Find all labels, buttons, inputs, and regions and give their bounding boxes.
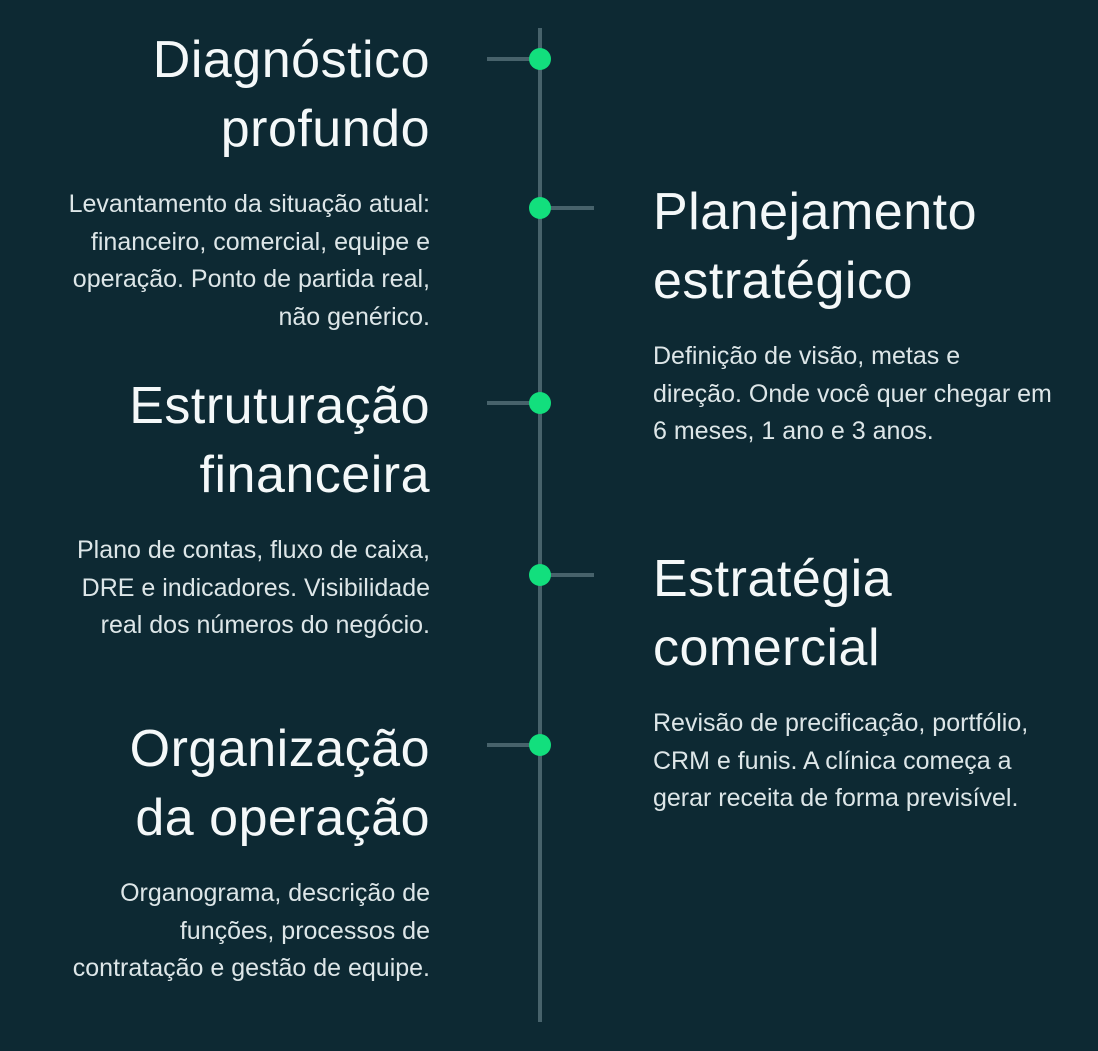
timeline-item-title: Diagnóstico profundo bbox=[152, 31, 430, 159]
timeline-item-description: Organograma, descrição de funções, proce… bbox=[72, 879, 430, 983]
timeline-item-title: Planejamento estratégico bbox=[653, 183, 977, 311]
timeline-connector bbox=[487, 57, 531, 61]
timeline-item-planejamento-estrategico: Planejamento estratégico Definição de vi… bbox=[653, 178, 1053, 451]
timeline-node-dot-icon bbox=[529, 734, 551, 756]
timeline-item-description: Definição de visão, metas e direção. Ond… bbox=[653, 342, 1052, 446]
timeline-connector bbox=[550, 206, 594, 210]
timeline-item-title: Estratégia comercial bbox=[653, 550, 893, 678]
timeline-item-estrategia-comercial: Estratégia comercial Revisão de precific… bbox=[653, 545, 1053, 818]
timeline-item-organizacao-da-operacao: Organização da operação Organograma, des… bbox=[60, 715, 430, 988]
timeline-node-dot-icon bbox=[529, 392, 551, 414]
timeline-item-description: Levantamento da situação atual: financei… bbox=[68, 190, 430, 331]
timeline-connector bbox=[487, 743, 531, 747]
timeline-item-description: Revisão de precificação, portfólio, CRM … bbox=[653, 709, 1029, 813]
timeline-connector bbox=[487, 401, 531, 405]
timeline-connector bbox=[550, 573, 594, 577]
timeline-item-diagnostico-profundo: Diagnóstico profundo Levantamento da sit… bbox=[60, 26, 430, 336]
timeline-item-description: Plano de contas, fluxo de caixa, DRE e i… bbox=[76, 536, 430, 640]
timeline-line bbox=[538, 28, 542, 1022]
timeline-node-dot-icon bbox=[529, 197, 551, 219]
timeline-item-title: Organização da operação bbox=[129, 720, 430, 848]
timeline-node-dot-icon bbox=[529, 48, 551, 70]
timeline-node-dot-icon bbox=[529, 564, 551, 586]
timeline-item-title: Estruturação financeira bbox=[129, 377, 430, 505]
timeline-item-estruturacao-financeira: Estruturação financeira Plano de contas,… bbox=[60, 372, 430, 645]
